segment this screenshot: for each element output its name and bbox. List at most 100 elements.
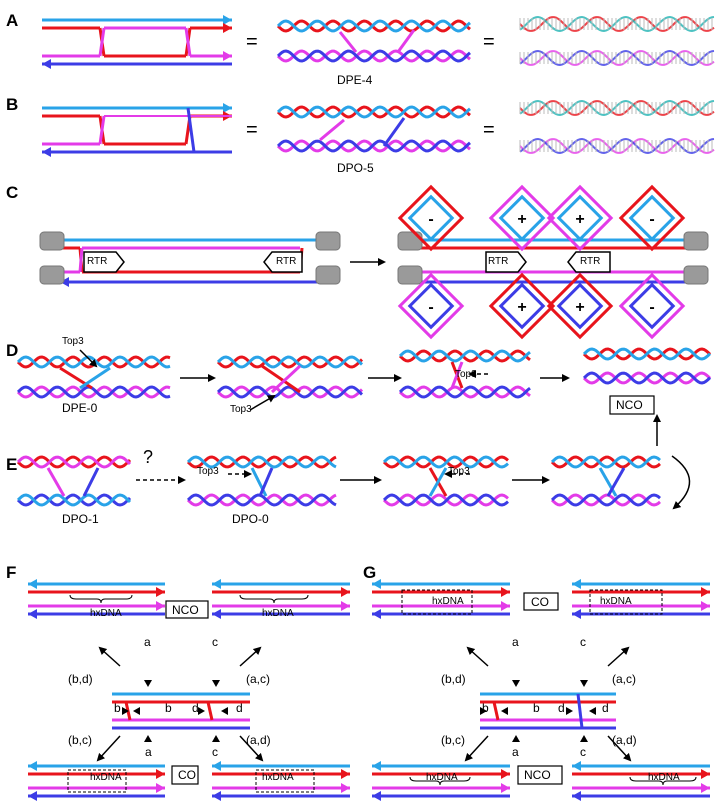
hxdna-label: hxDNA (262, 772, 294, 783)
helix-bottom (186, 493, 337, 507)
helix-top (398, 349, 531, 363)
panel-label-e: E (6, 455, 17, 474)
site-marker (580, 680, 588, 687)
helix-bottom (398, 385, 531, 399)
combo-bd: (b,d) (68, 672, 93, 686)
junction (382, 117, 406, 147)
nco-box (165, 600, 209, 619)
arrowhead (28, 791, 37, 801)
arrowhead (572, 579, 581, 589)
site-b: b (114, 701, 121, 715)
arrowhead (156, 769, 165, 779)
site-marker (501, 707, 508, 715)
junction (319, 118, 345, 142)
supercoil-diamond (546, 184, 614, 252)
hxdna-brace (629, 776, 697, 786)
hxdna-brace (239, 594, 309, 604)
resolution-arrow (464, 735, 489, 762)
junction (338, 31, 358, 53)
junction (598, 467, 618, 497)
arrowhead (501, 601, 510, 611)
nco-label: NCO (524, 768, 551, 782)
combo-bc: (b,c) (441, 733, 465, 747)
end-cap (39, 265, 65, 285)
rtr-label: RTR (276, 256, 296, 267)
site-marker (512, 735, 520, 742)
site-d: d (192, 701, 199, 715)
arrowhead (42, 147, 51, 157)
resolution-arrow (607, 735, 632, 762)
panel-label-a: A (6, 11, 18, 30)
sign-plus: + (517, 211, 526, 228)
supercoil-diamond (618, 184, 686, 252)
site-a: a (512, 635, 519, 649)
arrowhead (372, 791, 381, 801)
end-cap (397, 265, 423, 285)
hxdna-label: hxDNA (432, 596, 464, 607)
arrowhead (701, 601, 710, 611)
junction (428, 467, 448, 497)
helix-top (216, 355, 364, 369)
question-mark: ? (143, 447, 153, 467)
combo-ad: (a,d) (246, 733, 271, 747)
crossover (78, 247, 84, 273)
site-a: a (145, 745, 152, 759)
arrowhead (372, 761, 381, 771)
rtr-arrow-box (485, 251, 527, 273)
site-c: c (212, 635, 218, 649)
helix-top (382, 455, 509, 469)
equals-sign: = (246, 119, 258, 141)
helix-top (550, 455, 661, 469)
nco-label: NCO (616, 398, 643, 412)
supercoil-diamond (628, 194, 676, 242)
helix-bottom (276, 49, 471, 63)
crossover (206, 701, 214, 721)
helix-top (216, 355, 364, 369)
helix-bottom (276, 139, 471, 153)
sign-plus: + (517, 299, 526, 316)
site-marker (512, 680, 520, 687)
sign-minus: - (428, 211, 433, 228)
rtr-arrow-box (263, 251, 303, 273)
site-b: b (482, 701, 489, 715)
site-marker (580, 735, 588, 742)
junction (450, 361, 464, 389)
hxdna-label: hxDNA (600, 596, 632, 607)
crossover (98, 115, 106, 145)
arrowhead (572, 791, 581, 801)
helix-bottom (398, 385, 531, 399)
rtr-arrow-box (83, 251, 125, 273)
rtr-arrow-box (567, 251, 611, 273)
supercoil-diamond (556, 282, 604, 330)
site-marker (480, 707, 487, 715)
rotation-arrow (671, 455, 691, 510)
arrowhead (572, 609, 581, 619)
top3-label: Top3 (448, 466, 470, 477)
junction (250, 467, 268, 497)
resolution-arrow (96, 735, 121, 762)
helix-top (16, 455, 132, 469)
arrowhead (223, 103, 232, 113)
supercoil-diamond (397, 272, 465, 340)
supercoil-diamond (407, 282, 455, 330)
hxdna-label: hxDNA (90, 608, 122, 619)
helix-bottom (582, 371, 712, 385)
crossover (576, 693, 584, 729)
panel-label-d: D (6, 341, 18, 360)
site-marker (144, 735, 152, 742)
resolution-arrow (98, 646, 121, 667)
strand-layer (16, 15, 715, 801)
arrowhead (212, 761, 221, 771)
nco-box (609, 395, 655, 415)
resolution-arrow (239, 646, 262, 667)
helix-bottom (216, 385, 364, 399)
equals-sign: = (483, 119, 495, 141)
combo-ad: (a,d) (612, 733, 637, 747)
panel-label-f: F (6, 563, 16, 582)
end-cap (683, 231, 709, 251)
supercoil-diamond (556, 194, 604, 242)
site-marker (212, 735, 220, 742)
junction (606, 467, 626, 497)
end-cap (683, 265, 709, 285)
